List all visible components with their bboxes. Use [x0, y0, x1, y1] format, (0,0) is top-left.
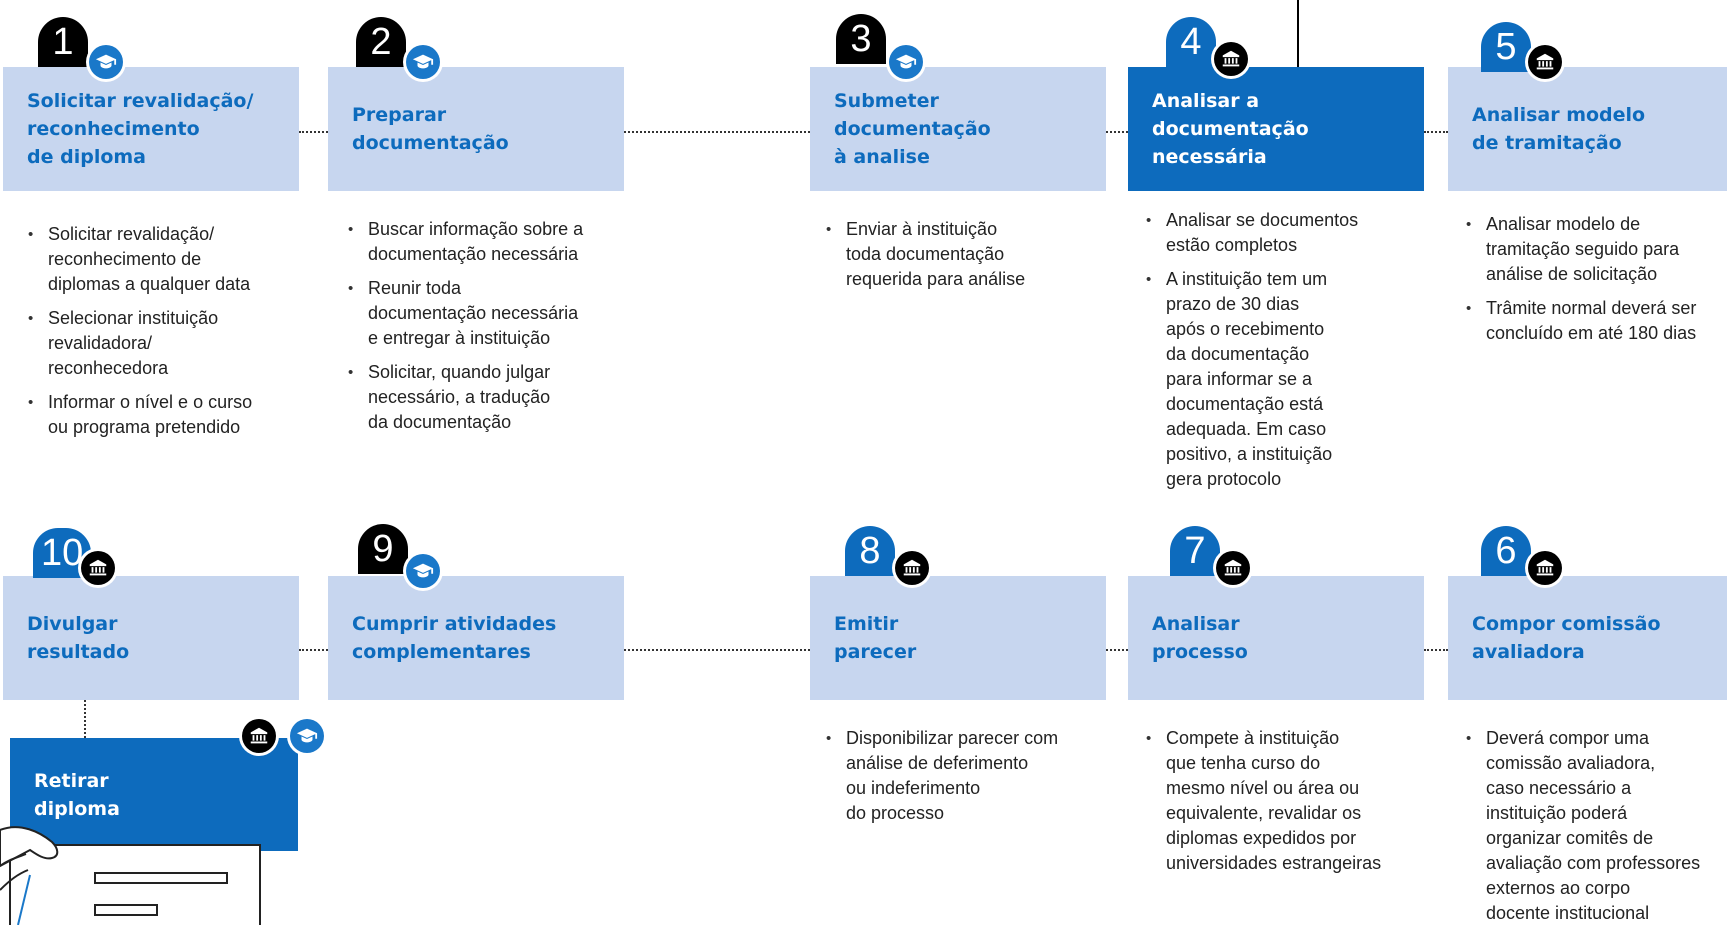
step-9-title: Cumprir atividades complementares: [352, 613, 557, 663]
graduation-cap-icon: [889, 45, 923, 79]
graduation-cap-icon: [290, 719, 324, 753]
step-4-box: Analisar a documentação necessária: [1128, 67, 1424, 191]
step-7-bullet: Compete à instituição que tenha curso do…: [1146, 726, 1381, 876]
connector-1-2: [299, 131, 328, 133]
step-6-bullets: Deverá compor uma comissão avaliadora, c…: [1456, 726, 1700, 935]
step-1-box: Solicitar revalidação/ reconhecimento de…: [3, 67, 299, 191]
step-6-title: Compor comissão avaliadora: [1472, 613, 1661, 663]
step-4-number: 4: [1166, 17, 1216, 67]
step-1-bullet: Solicitar revalidação/ reconhecimento de…: [28, 222, 252, 297]
connector-2-3: [624, 131, 810, 133]
bank-institution-icon: [1216, 551, 1250, 585]
step-5-bullet: Trâmite normal deverá ser concluído em a…: [1466, 296, 1696, 346]
step-7-title: Analisar processo: [1152, 613, 1248, 663]
step-2-box: Preparar documentação: [328, 67, 624, 191]
step-9-box: Cumprir atividades complementares: [328, 576, 624, 700]
step-10-box: Divulgar resultado: [3, 576, 299, 700]
step-3-bullets: Enviar à instituição toda documentação r…: [816, 217, 1025, 301]
step-7-box: Analisar processo: [1128, 576, 1424, 700]
step-4-bullet: A instituição tem um prazo de 30 dias ap…: [1146, 267, 1358, 492]
connector-10-final: [84, 700, 86, 738]
bank-institution-icon: [1528, 45, 1562, 79]
connector-3-4: [1106, 131, 1128, 133]
step-6-number: 6: [1481, 526, 1531, 576]
step-2-bullet: Reunir toda documentação necessária e en…: [348, 276, 583, 351]
step-6-bullet: Deverá compor uma comissão avaliadora, c…: [1466, 726, 1700, 926]
hand-holding-diploma-illustration: [0, 826, 261, 925]
step-5-title: Analisar modelo de tramitação: [1472, 104, 1646, 154]
step-1-title: Solicitar revalidação/ reconhecimento de…: [27, 90, 254, 168]
step-10-title: Divulgar resultado: [27, 613, 130, 663]
step-3-number: 3: [836, 14, 886, 64]
step-5-number: 5: [1481, 22, 1531, 72]
final-step-box: Retirar diploma: [10, 738, 298, 851]
connector-8-7: [1106, 649, 1128, 651]
graduation-cap-icon: [406, 554, 440, 588]
step-5-bullets: Analisar modelo de tramitação seguido pa…: [1456, 212, 1696, 355]
step-3-box: Submeter documentação à analise: [810, 67, 1106, 191]
step-4-title: Analisar a documentação necessária: [1152, 90, 1309, 168]
bank-institution-icon: [242, 719, 276, 753]
bank-institution-icon: [1528, 551, 1562, 585]
step-5-bullet: Analisar modelo de tramitação seguido pa…: [1466, 212, 1696, 287]
step-1-number: 1: [38, 17, 88, 67]
connector-10-9: [299, 649, 328, 651]
step-1-bullet: Informar o nível e o curso ou programa p…: [28, 390, 252, 440]
step-8-title: Emitir parecer: [834, 613, 917, 663]
step-3-bullet: Enviar à instituição toda documentação r…: [826, 217, 1025, 292]
connector-7-6: [1424, 649, 1448, 651]
step-6-box: Compor comissão avaliadora: [1448, 576, 1727, 700]
bank-institution-icon: [1214, 42, 1248, 76]
step-4-bullet: Analisar se documentos estão completos: [1146, 208, 1358, 258]
step-8-box: Emitir parecer: [810, 576, 1106, 700]
connector-4-5: [1424, 131, 1448, 133]
step-8-number: 8: [845, 526, 895, 576]
graduation-cap-icon: [89, 45, 123, 79]
bank-institution-icon: [81, 551, 115, 585]
step-7-bullets: Compete à instituição que tenha curso do…: [1136, 726, 1381, 885]
connector-9-8: [624, 649, 810, 651]
top-connector-line: [1297, 0, 1299, 68]
step-5-box: Analisar modelo de tramitação: [1448, 67, 1727, 191]
step-10-number: 10: [33, 528, 92, 578]
step-2-number: 2: [356, 17, 406, 67]
step-8-bullets: Disponibilizar parecer com análise de de…: [816, 726, 1058, 835]
step-4-bullets: Analisar se documentos estão completos A…: [1136, 208, 1358, 501]
step-2-title: Preparar documentação: [352, 104, 509, 154]
step-8-bullet: Disponibilizar parecer com análise de de…: [826, 726, 1058, 826]
step-1-bullet: Selecionar instituição revalidadora/ rec…: [28, 306, 252, 381]
final-step-title: Retirar diploma: [34, 769, 120, 820]
step-3-title: Submeter documentação à analise: [834, 90, 991, 168]
step-2-bullet: Solicitar, quando julgar necessário, a t…: [348, 360, 583, 435]
step-9-number: 9: [358, 524, 408, 574]
bank-institution-icon: [895, 551, 929, 585]
step-1-bullets: Solicitar revalidação/ reconhecimento de…: [18, 222, 252, 449]
graduation-cap-icon: [406, 45, 440, 79]
step-7-number: 7: [1170, 526, 1220, 576]
step-2-bullets: Buscar informação sobre a documentação n…: [338, 217, 583, 444]
step-2-bullet: Buscar informação sobre a documentação n…: [348, 217, 583, 267]
